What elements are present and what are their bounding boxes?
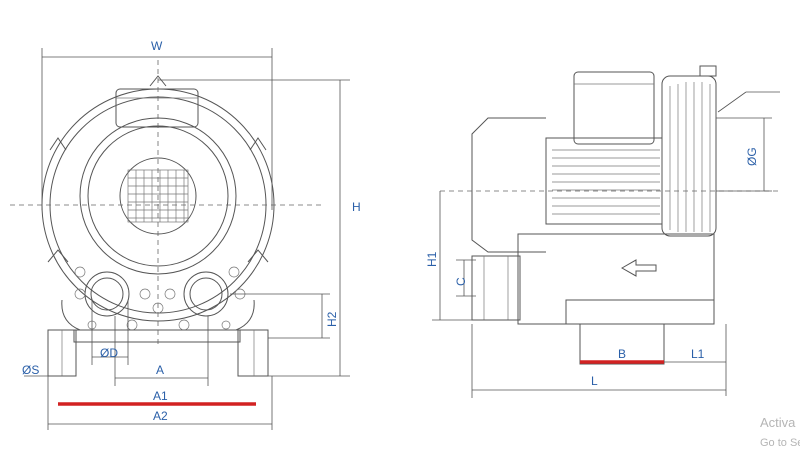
activation-watermark: Activa Go to Se [760,412,800,454]
label-a: A [156,363,164,377]
label-h2: H2 [325,311,339,327]
label-l1: L1 [691,347,705,361]
watermark-line-2: Go to Se [760,437,800,449]
label-l: L [591,374,598,388]
label-b: B [618,347,626,361]
label-a2: A2 [153,409,168,423]
label-a1: A1 [153,389,168,403]
side-view [440,65,780,365]
motor-fins [552,149,660,215]
label-h: H [352,200,361,214]
front-view-labels: W H H2 ØD ØS A A1 A2 [22,39,361,423]
label-d: ØD [100,346,118,360]
label-g: ØG [745,147,759,166]
label-w: W [151,39,163,53]
watermark-line-1: Activa [760,415,796,430]
label-h1: H1 [425,251,439,267]
front-view-dimensions [24,48,350,430]
housing-fins [669,82,711,232]
side-view-dimensions [432,91,780,398]
label-c: C [454,277,468,286]
label-s: ØS [22,363,39,377]
front-view [10,60,322,377]
side-view-labels: ØG H1 C B L1 L [425,147,759,388]
